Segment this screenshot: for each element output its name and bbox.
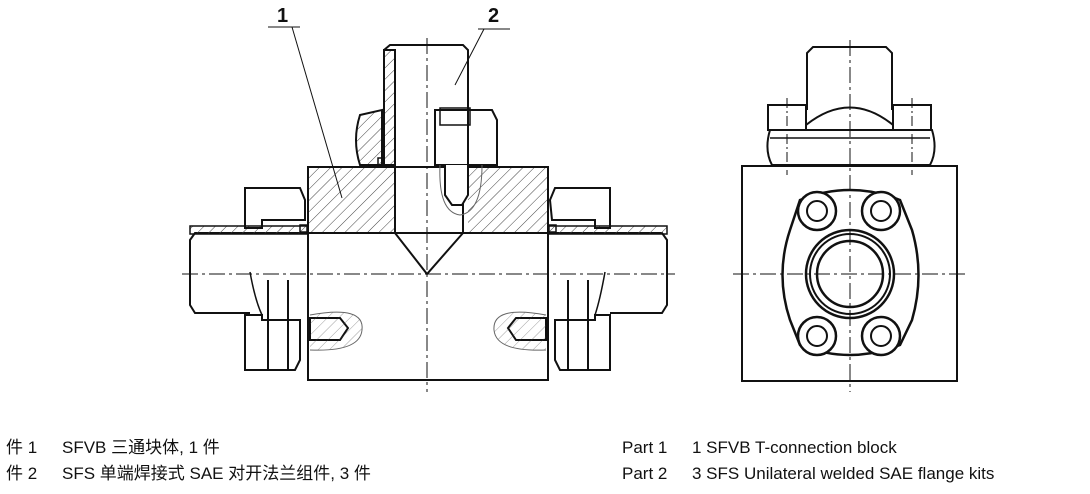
section-view <box>182 26 675 392</box>
tee-block-section <box>308 167 548 233</box>
legend-en-part-1: Part 1 1 SFVB T-connection block <box>622 438 897 458</box>
legend-label: 件 1 <box>6 438 38 457</box>
top-pipe <box>383 44 469 165</box>
legend-label: Part 2 <box>622 464 668 483</box>
callout-1: 1 <box>277 5 288 27</box>
right-pipe <box>548 232 668 314</box>
legend-zh-part-2: 件 2 SFS 单端焊接式 SAE 对开法兰组件, 3 件 <box>6 464 371 484</box>
legend-text: 1 SFVB T-connection block <box>692 438 897 457</box>
flange-face <box>781 188 920 357</box>
legend-text: SFS 单端焊接式 SAE 对开法兰组件, 3 件 <box>62 464 371 483</box>
legend-text: 3 SFS Unilateral welded SAE flange kits <box>692 464 995 483</box>
legend-label: Part 1 <box>622 438 668 457</box>
top-flange-side <box>766 129 936 166</box>
callout-2: 2 <box>488 5 499 27</box>
technical-drawing: 1 2 <box>182 5 968 392</box>
legend-en-part-2: Part 2 3 SFS Unilateral welded SAE flange… <box>622 464 994 484</box>
side-view <box>733 40 968 392</box>
left-pipe <box>189 232 308 314</box>
legend-zh-part-1: 件 1 SFVB 三通块体, 1 件 <box>6 438 220 458</box>
legend-text: SFVB 三通块体, 1 件 <box>62 438 220 457</box>
flange-bolts <box>796 190 902 357</box>
legend-label: 件 2 <box>6 464 38 483</box>
